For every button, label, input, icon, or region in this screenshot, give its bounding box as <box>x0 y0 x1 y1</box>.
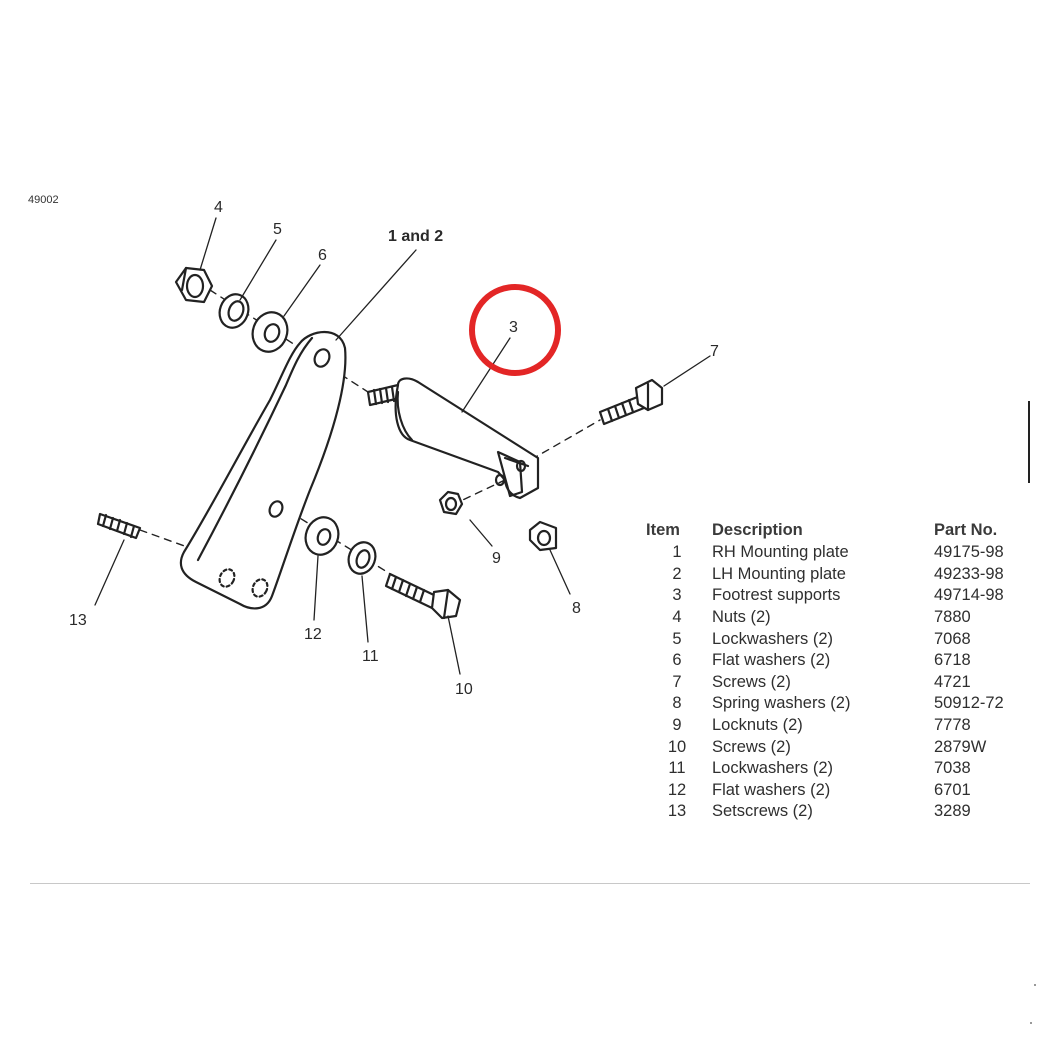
item-description: Screws (2) <box>712 672 791 691</box>
spring-washer-shape <box>528 520 558 552</box>
part-number: 49714-98 <box>934 586 1004 605</box>
item-number: 5 <box>672 629 682 648</box>
item-description: Flat washers (2) <box>712 780 831 799</box>
callout-9: 9 <box>492 550 501 567</box>
part-number: 7038 <box>934 759 971 778</box>
item-description: RH Mounting plate <box>712 543 849 562</box>
callout-4: 4 <box>214 199 223 216</box>
part-number: 2879W <box>934 737 987 756</box>
header-item: Item <box>646 520 680 539</box>
item-number: 3 <box>672 586 682 605</box>
speck <box>1030 1022 1032 1024</box>
part-number: 7880 <box>934 608 971 627</box>
item-number: 2 <box>672 564 682 583</box>
table-row: 11 Lockwashers (2) 7038 <box>646 758 1044 780</box>
callout-12: 12 <box>304 626 322 643</box>
table-row: 1 RH Mounting plate 49175-98 <box>646 542 1044 564</box>
item-number: 1 <box>672 543 682 562</box>
flat-washer-shape <box>251 311 289 353</box>
item-number: 11 <box>668 759 686 778</box>
item-description: Footrest supports <box>712 586 841 605</box>
callout-13: 13 <box>69 612 87 629</box>
lockwasher-11-shape <box>347 541 377 575</box>
footrest-support-shape <box>366 377 540 500</box>
nut-shape <box>174 266 214 304</box>
item-description: Spring washers (2) <box>712 694 851 713</box>
item-description: Lockwashers (2) <box>712 629 834 648</box>
divider-line <box>30 883 1030 884</box>
callout-10: 10 <box>455 681 473 698</box>
item-number: 6 <box>672 651 682 670</box>
part-number: 49233-98 <box>934 564 1004 583</box>
flat-washer-12-shape <box>304 516 340 556</box>
screw-shape <box>598 378 664 426</box>
parts-table-body: 1 RH Mounting plate 49175-98 2 LH Mounting p… <box>646 542 1044 823</box>
item-description: Flat washers (2) <box>712 651 831 670</box>
mounting-plate-shape <box>179 331 347 610</box>
item-number: 4 <box>672 608 682 627</box>
item-number: 10 <box>667 737 687 756</box>
item-description: Screws (2) <box>712 737 791 756</box>
lockwasher-shape <box>218 293 250 329</box>
part-number: 6718 <box>934 651 971 670</box>
table-row: 6 Flat washers (2) 6718 <box>646 650 1044 672</box>
part-number: 6701 <box>934 780 971 799</box>
parts-table-header: Item Description Part No. <box>646 518 1044 542</box>
item-number: 7 <box>672 672 682 691</box>
callout-8: 8 <box>572 600 581 617</box>
callout-7: 7 <box>710 343 719 360</box>
table-row: 13 Setscrews (2) 3289 <box>646 801 1044 823</box>
part-number: 7068 <box>934 629 971 648</box>
header-part-no: Part No. <box>934 520 998 539</box>
header-description: Description <box>712 520 803 539</box>
callout-1-and-2: 1 and 2 <box>388 228 443 245</box>
table-row: 7 Screws (2) 4721 <box>646 672 1044 694</box>
item-description: LH Mounting plate <box>712 564 846 583</box>
table-row: 8 Spring washers (2) 50912-72 <box>646 693 1044 715</box>
part-number: 3289 <box>934 802 971 821</box>
setscrew-shape <box>96 512 142 540</box>
table-row: 4 Nuts (2) 7880 <box>646 607 1044 629</box>
part-number: 50912-72 <box>934 694 1004 713</box>
item-number: 8 <box>672 694 682 713</box>
leader-lines <box>94 217 711 675</box>
callout-6: 6 <box>318 247 327 264</box>
edge-bar <box>1028 401 1030 483</box>
table-row: 3 Footrest supports 49714-98 <box>646 585 1044 607</box>
callout-11: 11 <box>362 648 379 665</box>
table-row: 10 Screws (2) 2879W <box>646 736 1044 758</box>
item-number: 13 <box>667 802 687 821</box>
part-number: 49175-98 <box>934 543 1004 562</box>
part-number: 7778 <box>934 716 971 735</box>
speck <box>1034 984 1036 986</box>
table-row: 2 LH Mounting plate 49233-98 <box>646 564 1044 586</box>
table-row: 5 Lockwashers (2) 7068 <box>646 628 1044 650</box>
item-number: 12 <box>667 780 687 799</box>
callout-5: 5 <box>273 221 282 238</box>
item-description: Setscrews (2) <box>712 802 813 821</box>
part-number: 4721 <box>934 672 971 691</box>
figure-id: 49002 <box>28 194 59 206</box>
parts-table: Item Description Part No. 1 RH Mounting p… <box>646 518 1044 823</box>
item-description: Nuts (2) <box>712 608 771 627</box>
item-description: Locknuts (2) <box>712 716 803 735</box>
highlight-circle <box>469 284 561 376</box>
callout-3: 3 <box>509 319 518 336</box>
item-number: 9 <box>672 716 682 735</box>
item-description: Lockwashers (2) <box>712 759 834 778</box>
screw-10-shape <box>384 572 462 620</box>
table-row: 12 Flat washers (2) 6701 <box>646 780 1044 802</box>
table-row: 9 Locknuts (2) 7778 <box>646 715 1044 737</box>
locknut-shape <box>438 490 464 516</box>
